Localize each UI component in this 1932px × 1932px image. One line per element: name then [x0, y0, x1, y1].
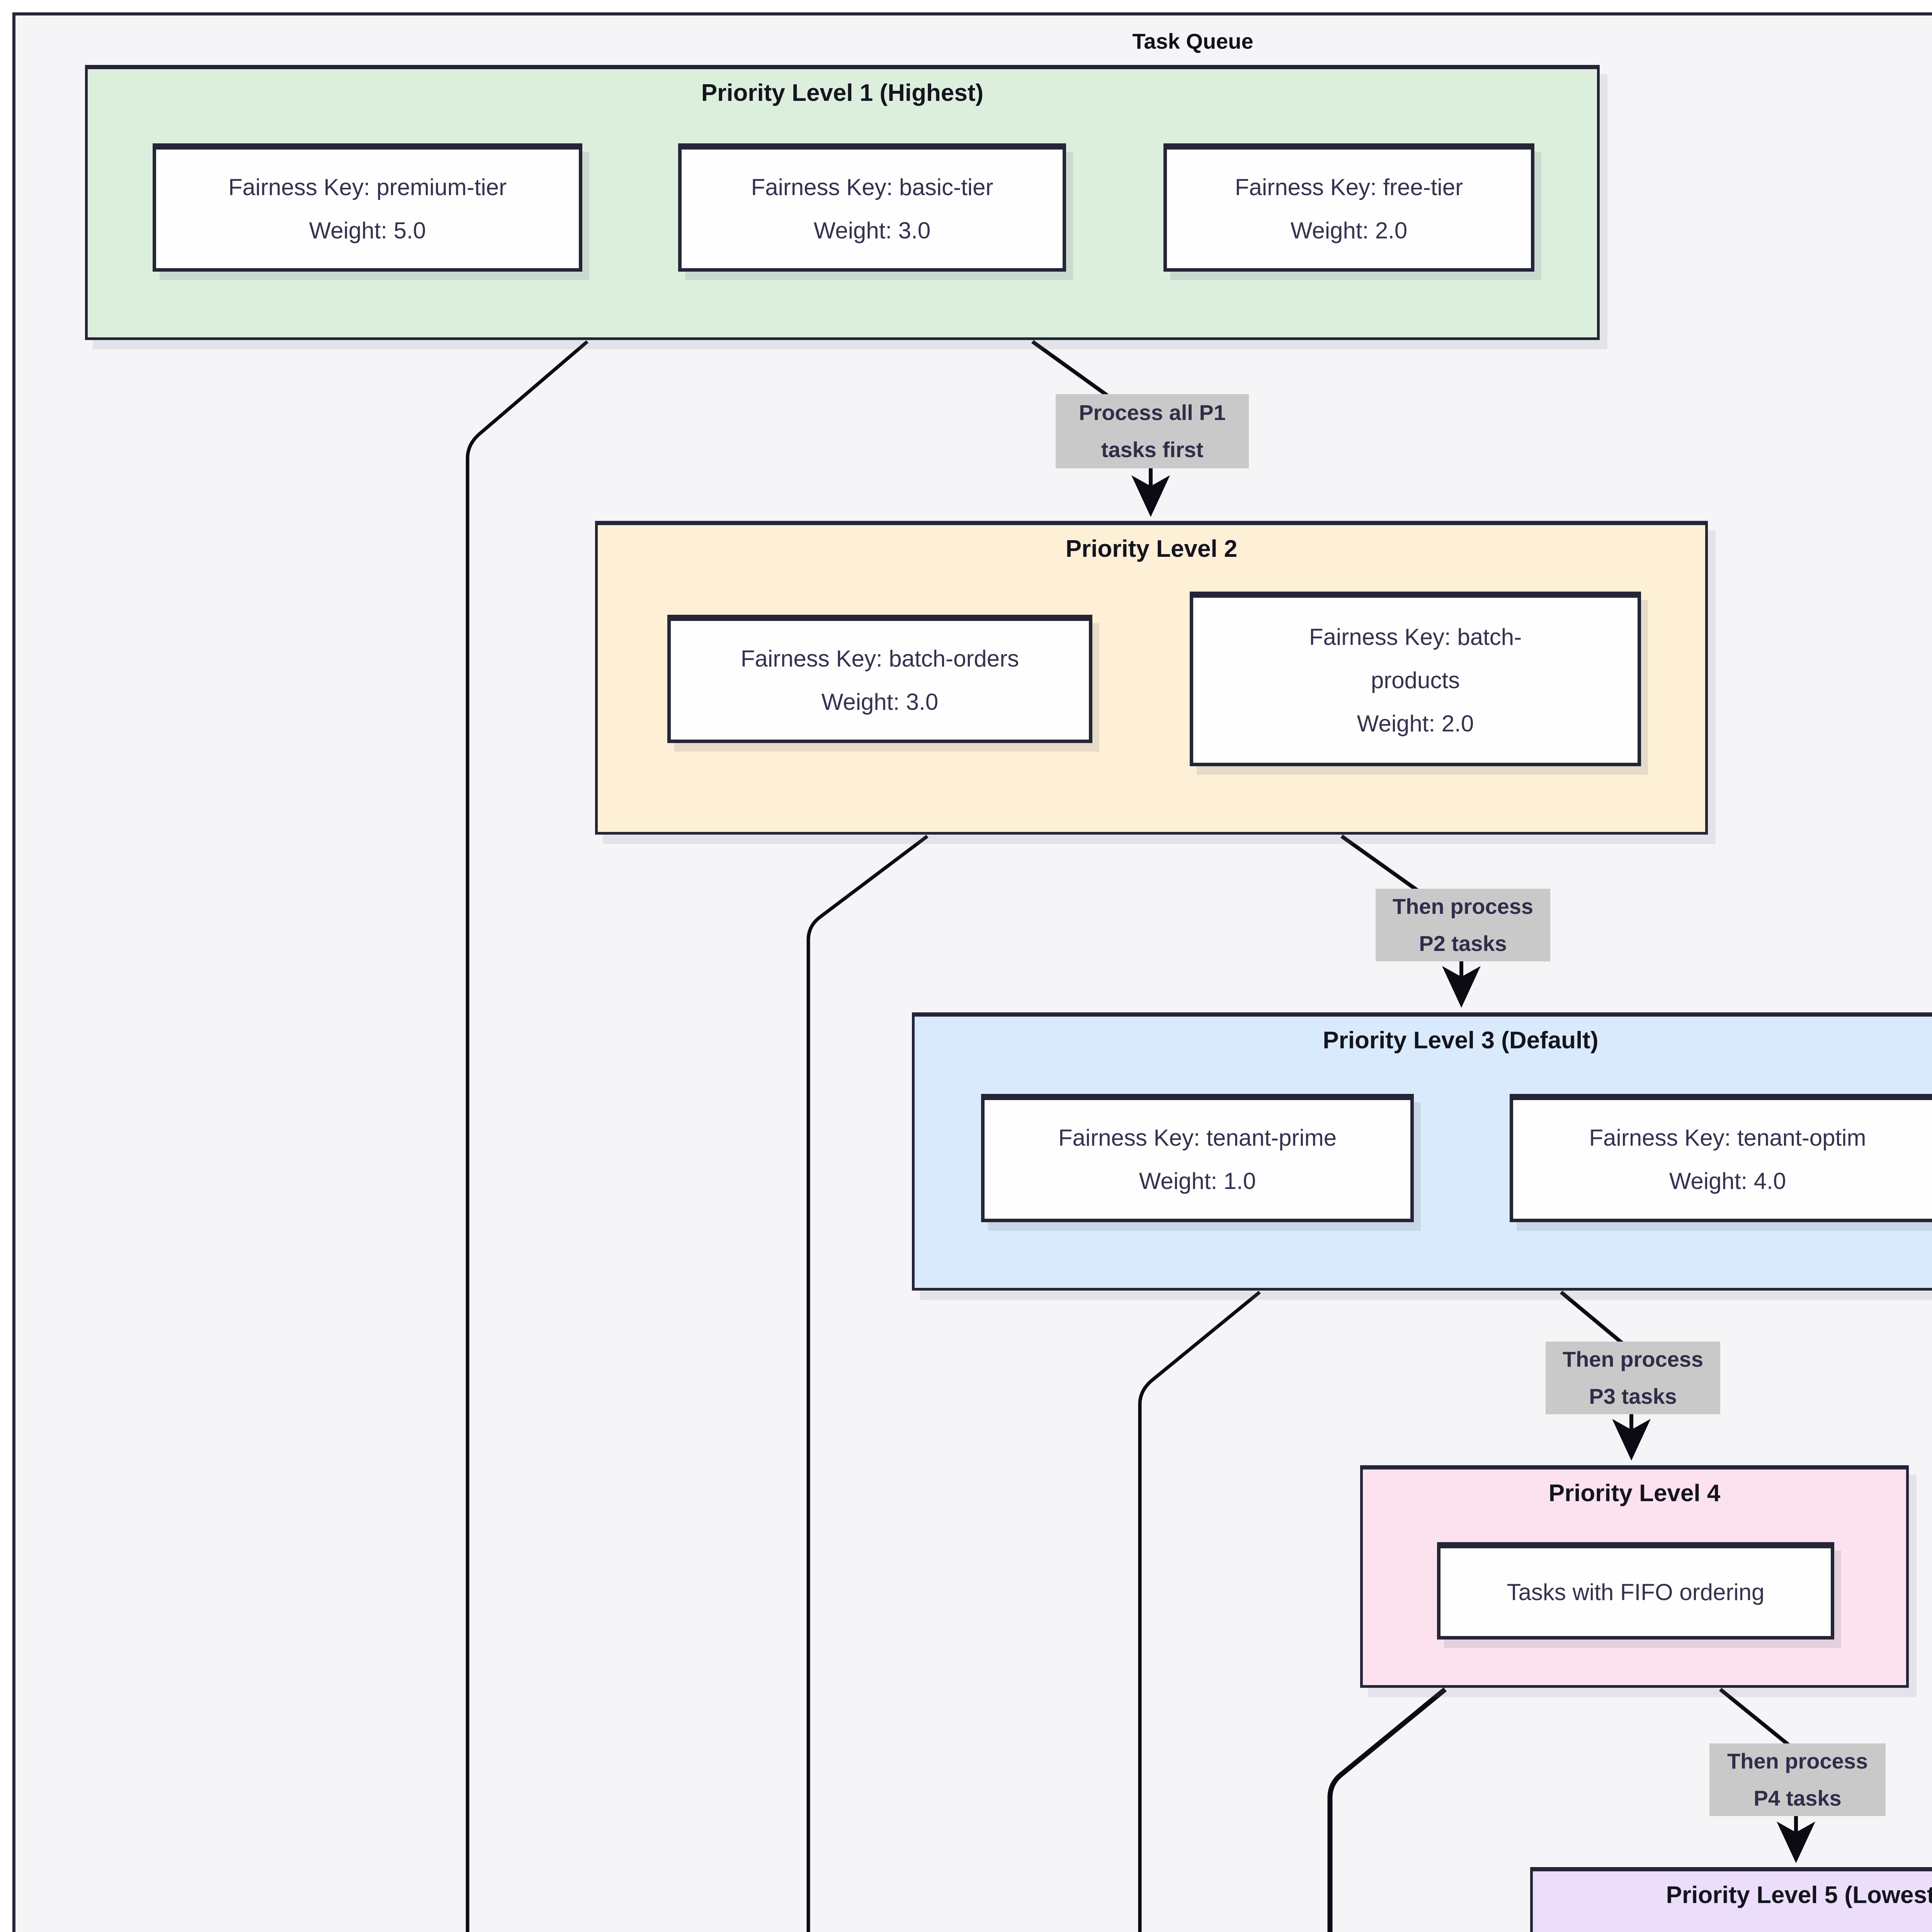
fifo-tasks-item: Tasks with FIFO ordering	[1437, 1542, 1834, 1639]
fairness-item-free-tier: Fairness Key: free-tier Weight: 2.0	[1163, 143, 1534, 272]
edge-label-p2-p3: Then process P2 tasks	[1376, 889, 1550, 961]
edge-label-line: tasks first	[1101, 437, 1204, 462]
arrowhead-icon	[1612, 1419, 1651, 1461]
fairness-key-text: Fairness Key: tenant-prime	[1058, 1124, 1337, 1151]
weight-text: Weight: 4.0	[1669, 1168, 1786, 1194]
edge-label-line: P2 tasks	[1419, 931, 1507, 956]
edge-p1-workers-line	[466, 340, 588, 1932]
fifo-ordering-text: Tasks with FIFO ordering	[1507, 1579, 1765, 1605]
fairness-item-batch-products: Fairness Key: batch-products Weight: 2.0	[1190, 592, 1641, 766]
priority-level-2: Priority Level 2 Fairness Key: batch-ord…	[595, 521, 1708, 835]
edge-p3-workers-line	[1138, 1291, 1261, 1932]
fairness-key-text: Fairness Key: basic-tier	[751, 174, 993, 200]
edge-p2-workers-line	[806, 835, 929, 1932]
priority-level-3: Priority Level 3 (Default) Fairness Key:…	[912, 1012, 1932, 1291]
fairness-item-premium-tier: Fairness Key: premium-tier Weight: 5.0	[153, 143, 582, 272]
fairness-key-text: Fairness Key: tenant-optim	[1589, 1124, 1866, 1151]
diagram-title: Task Queue	[1132, 29, 1253, 53]
priority-level-5-title: Priority Level 5 (Lowest)	[1666, 1882, 1932, 1908]
weight-text: Weight: 2.0	[1290, 217, 1408, 243]
fairness-key-text: Fairness Key: batch-orders	[740, 645, 1019, 672]
fairness-item-tenant-prime: Fairness Key: tenant-prime Weight: 1.0	[981, 1094, 1414, 1222]
edge-label-line: Then process	[1562, 1347, 1704, 1371]
fairness-key-text: Fairness Key: free-tier	[1235, 174, 1463, 200]
weight-text: Weight: 3.0	[821, 689, 939, 715]
fairness-item-basic-tier: Fairness Key: basic-tier Weight: 3.0	[678, 143, 1066, 272]
edge-label-line: Then process	[1727, 1749, 1868, 1773]
weight-text: Weight: 2.0	[1357, 710, 1474, 736]
fairness-item-batch-orders: Fairness Key: batch-orders Weight: 3.0	[667, 615, 1092, 743]
edge-label-line: Then process	[1392, 894, 1534, 918]
fairness-key-text: Fairness Key: batch-products	[1309, 624, 1522, 693]
fairness-item-tenant-optim: Fairness Key: tenant-optim Weight: 4.0	[1510, 1094, 1932, 1222]
priority-level-1: Priority Level 1 (Highest) Fairness Key:…	[85, 65, 1600, 340]
edge-label-line: P3 tasks	[1589, 1384, 1677, 1408]
priority-level-4: Priority Level 4 Tasks with FIFO orderin…	[1360, 1465, 1909, 1688]
edge-label-line: P4 tasks	[1753, 1786, 1842, 1810]
arrowhead-icon	[1442, 966, 1481, 1008]
priority-level-3-title: Priority Level 3 (Default)	[1323, 1027, 1599, 1054]
arrowhead-icon	[1131, 475, 1170, 517]
fairness-key-text: Fairness Key: premium-tier	[228, 174, 507, 200]
priority-level-4-title: Priority Level 4	[1548, 1480, 1721, 1507]
priority-level-1-title: Priority Level 1 (Highest)	[701, 80, 984, 106]
priority-level-5: Priority Level 5 (Lowest) Tasks with FIF…	[1530, 1867, 1932, 1932]
weight-text: Weight: 3.0	[813, 217, 931, 243]
arrowhead-icon	[1777, 1821, 1815, 1863]
edge-label-p4-p5: Then process P4 tasks	[1709, 1743, 1886, 1816]
weight-text: Weight: 5.0	[309, 217, 426, 243]
edge-label-p3-p4: Then process P3 tasks	[1546, 1342, 1720, 1414]
edge-label-line: Process all P1	[1079, 400, 1226, 425]
weight-text: Weight: 1.0	[1139, 1168, 1256, 1194]
edge-label-p1-p2: Process all P1 tasks first	[1056, 394, 1249, 468]
edge-p4-workers-line	[1327, 1687, 1447, 1932]
priority-level-2-title: Priority Level 2	[1065, 536, 1238, 562]
